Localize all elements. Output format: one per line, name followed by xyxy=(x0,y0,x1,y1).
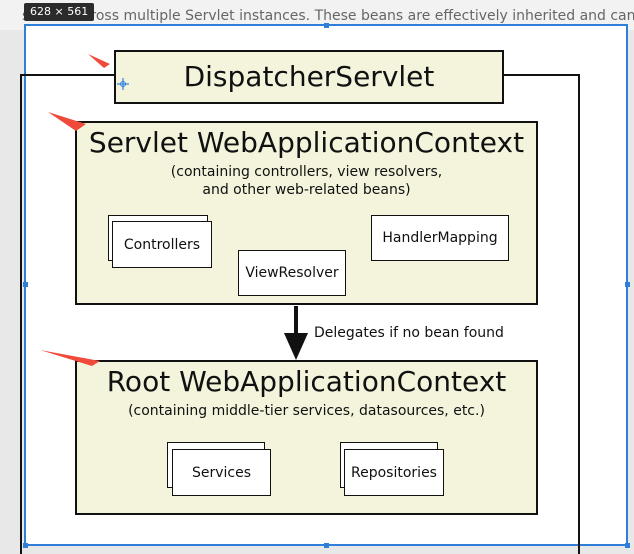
background-document-text: shared across multiple Servlet instances… xyxy=(22,8,634,24)
servlet-context-title: Servlet WebApplicationContext xyxy=(88,126,525,159)
root-context-title: Root WebApplicationContext xyxy=(106,365,507,398)
resize-handle-right[interactable] xyxy=(625,282,630,287)
resize-handle-bottom-right[interactable] xyxy=(625,543,630,548)
root-context-box: Root WebApplicationContext (containing m… xyxy=(75,360,538,515)
resize-handle-bottom[interactable] xyxy=(324,543,329,548)
repositories-card: Repositories xyxy=(344,449,444,496)
resize-handle-top[interactable] xyxy=(324,23,329,28)
resize-handle-left[interactable] xyxy=(23,282,28,287)
delegation-label: Delegates if no bean found xyxy=(314,325,504,341)
servlet-context-subtitle-1: (containing controllers, view resolvers, xyxy=(170,164,443,180)
controllers-card: Controllers xyxy=(112,221,212,268)
dispatcher-servlet-title: DispatcherServlet xyxy=(183,60,435,93)
root-context-subtitle: (containing middle-tier services, dataso… xyxy=(128,403,485,419)
services-card: Services xyxy=(172,449,271,496)
handlermapping-card: HandlerMapping xyxy=(371,215,509,261)
dispatcher-servlet-box: DispatcherServlet xyxy=(114,50,504,104)
viewresolver-card: ViewResolver xyxy=(238,250,346,296)
resize-handle-bottom-left[interactable] xyxy=(23,543,28,548)
servlet-context-subtitle-2: and other web-related beans) xyxy=(202,182,411,198)
image-dimension-badge: 628 × 561 xyxy=(24,3,95,21)
